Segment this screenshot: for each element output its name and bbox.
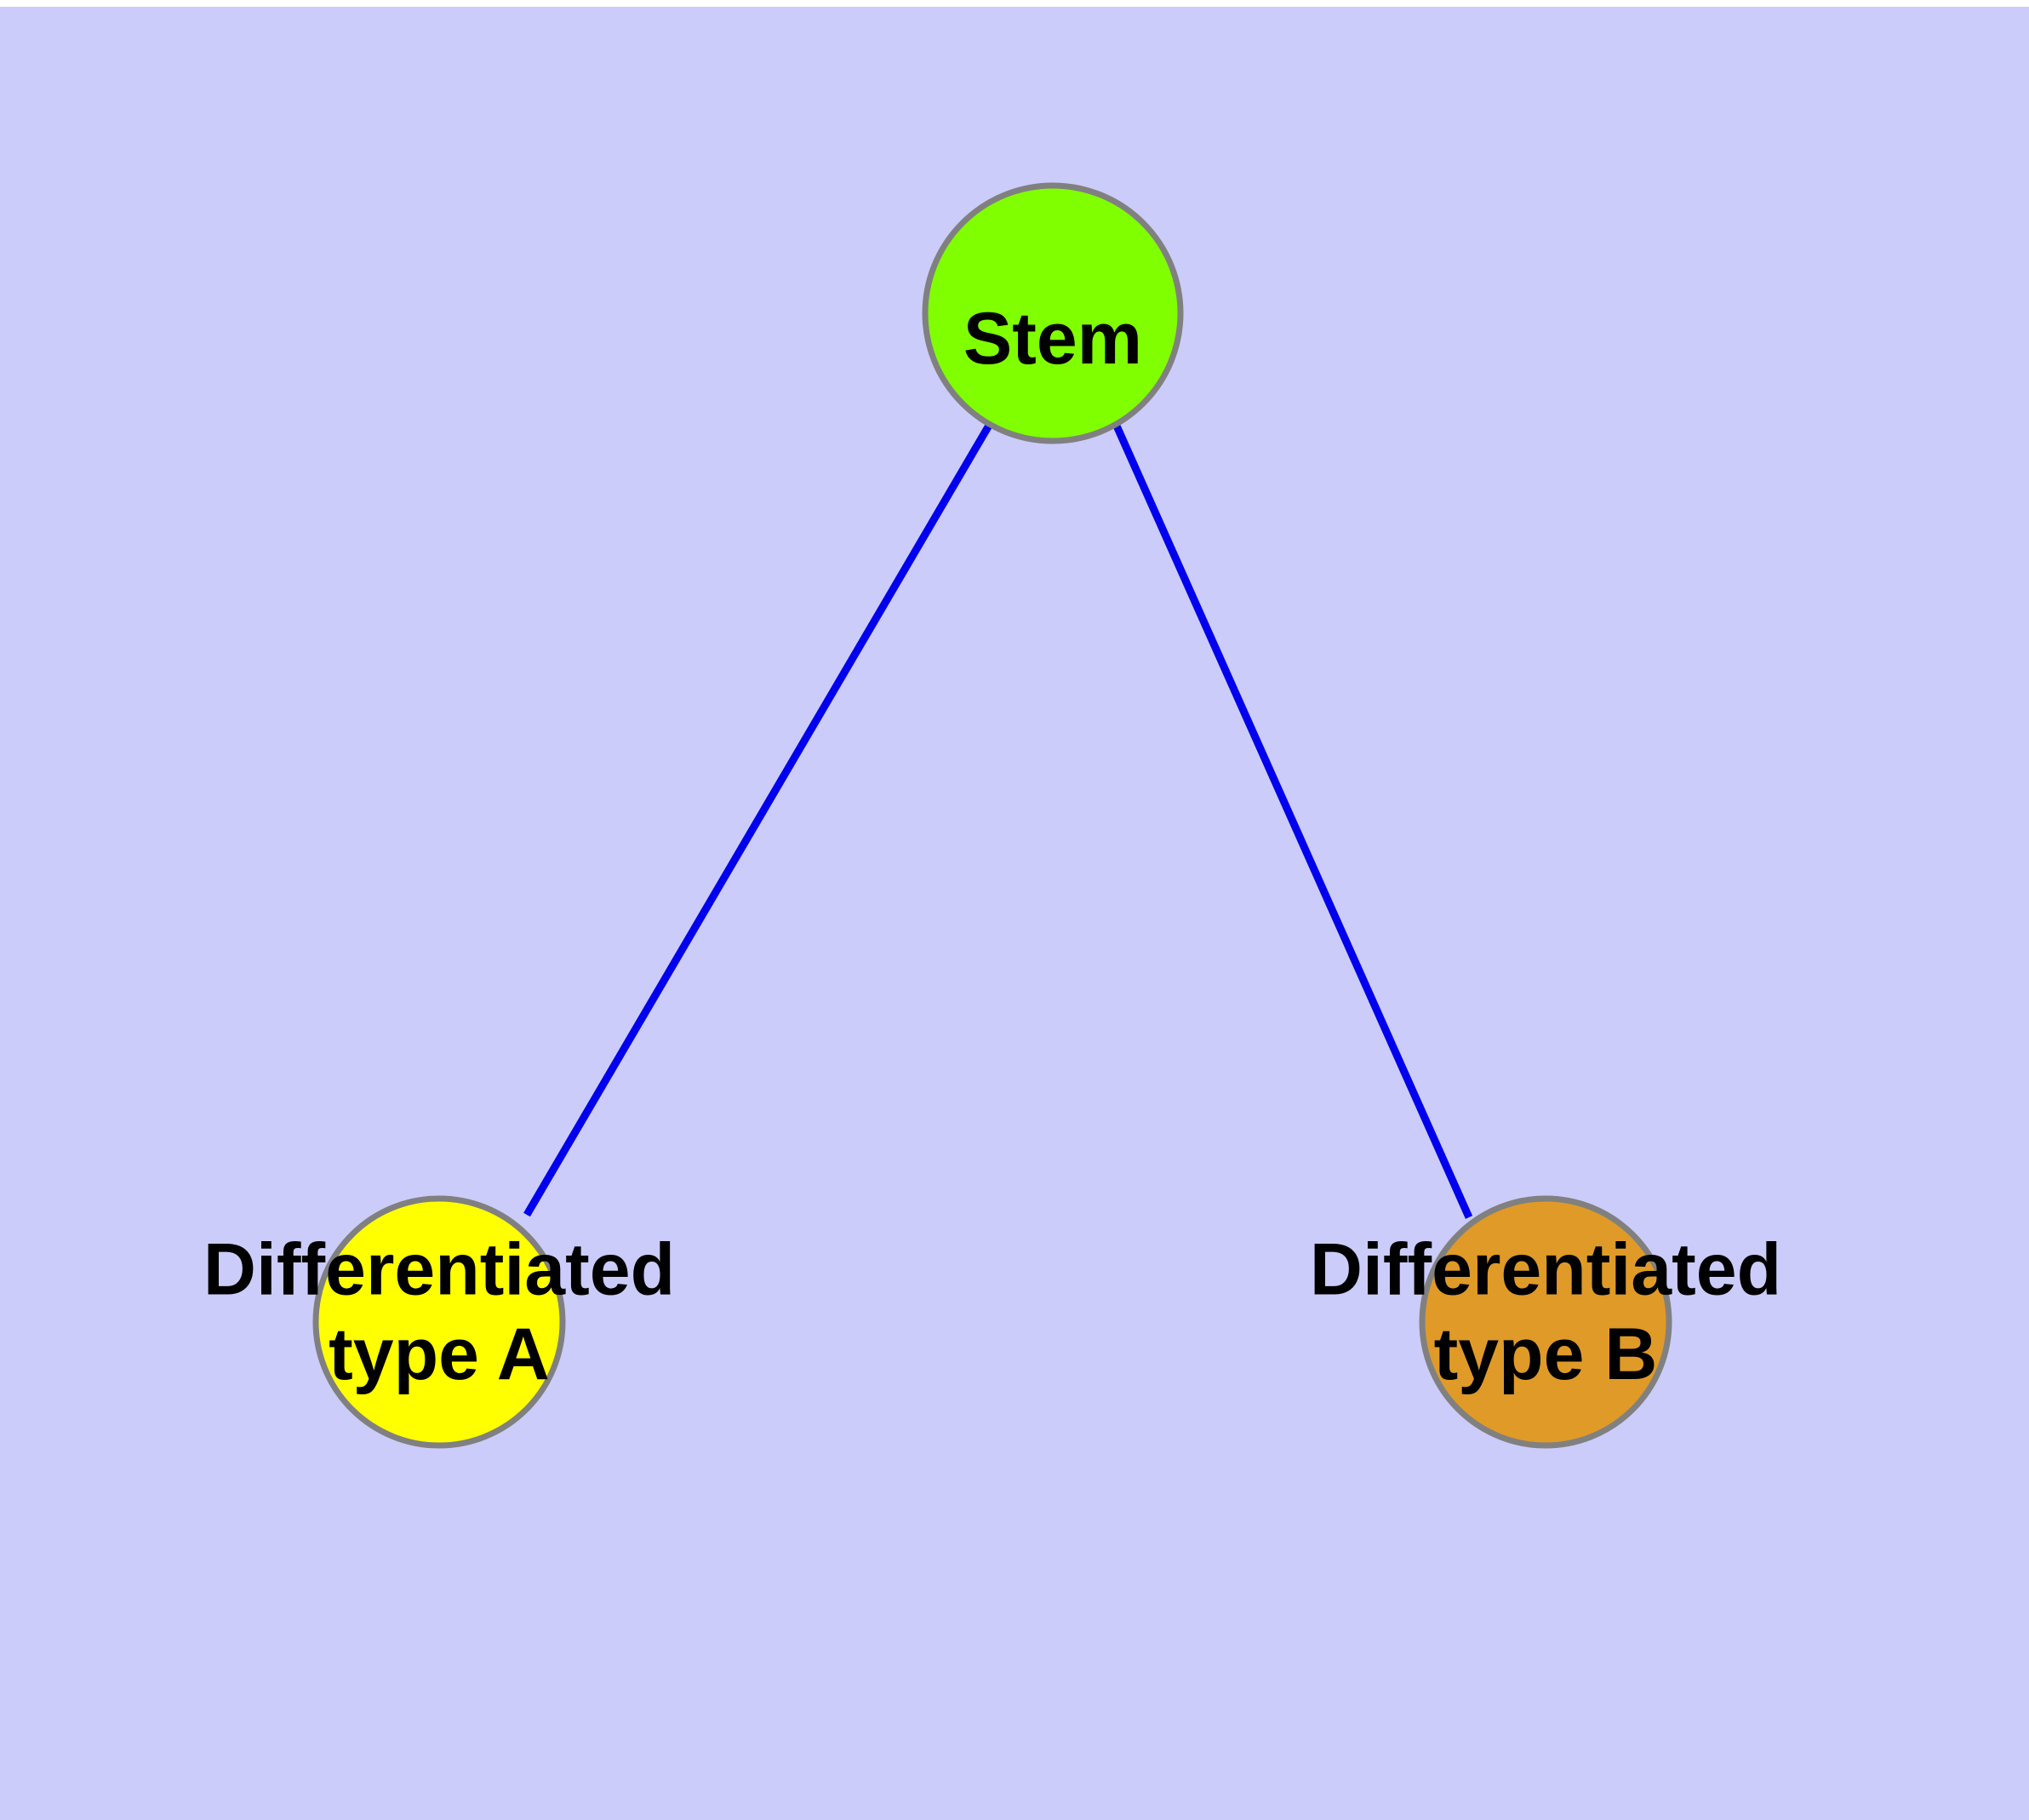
node-stem-circle[interactable] (922, 182, 1184, 444)
node-differentiated-type-a[interactable] (312, 1195, 566, 1449)
node-stem[interactable] (922, 182, 1184, 444)
node-layer (312, 182, 1672, 1449)
edge-stem-to-diff-a[interactable] (523, 421, 993, 1217)
node-stem-label: Stem (963, 298, 1142, 380)
node-differentiated-type-a-circle[interactable] (312, 1195, 566, 1449)
edge-stem-to-diff-b[interactable] (1112, 422, 1473, 1219)
edge-layer (523, 421, 1473, 1219)
node-differentiated-type-b-circle[interactable] (1419, 1195, 1672, 1449)
node-differentiated-type-b[interactable] (1419, 1195, 1672, 1449)
